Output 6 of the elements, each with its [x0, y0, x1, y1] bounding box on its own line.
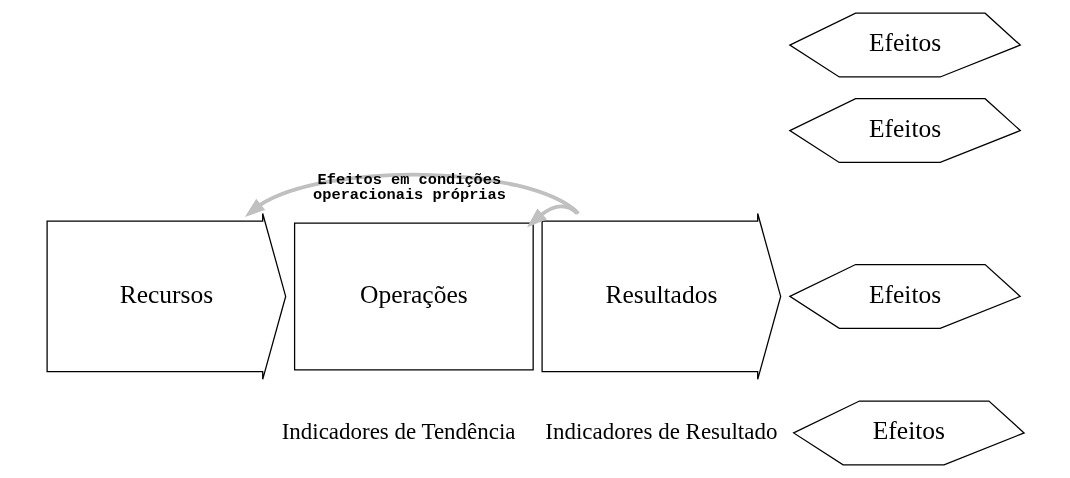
- arrow: [244, 172, 580, 218]
- label: Indicadores de Resultado: [544, 418, 777, 444]
- arrow: [526, 204, 578, 228]
- node-box: Operações: [293, 222, 534, 371]
- label: Indicadores de Tendência: [281, 418, 515, 444]
- edge-label: Efeitos em condições operacionais próprias: [312, 170, 506, 204]
